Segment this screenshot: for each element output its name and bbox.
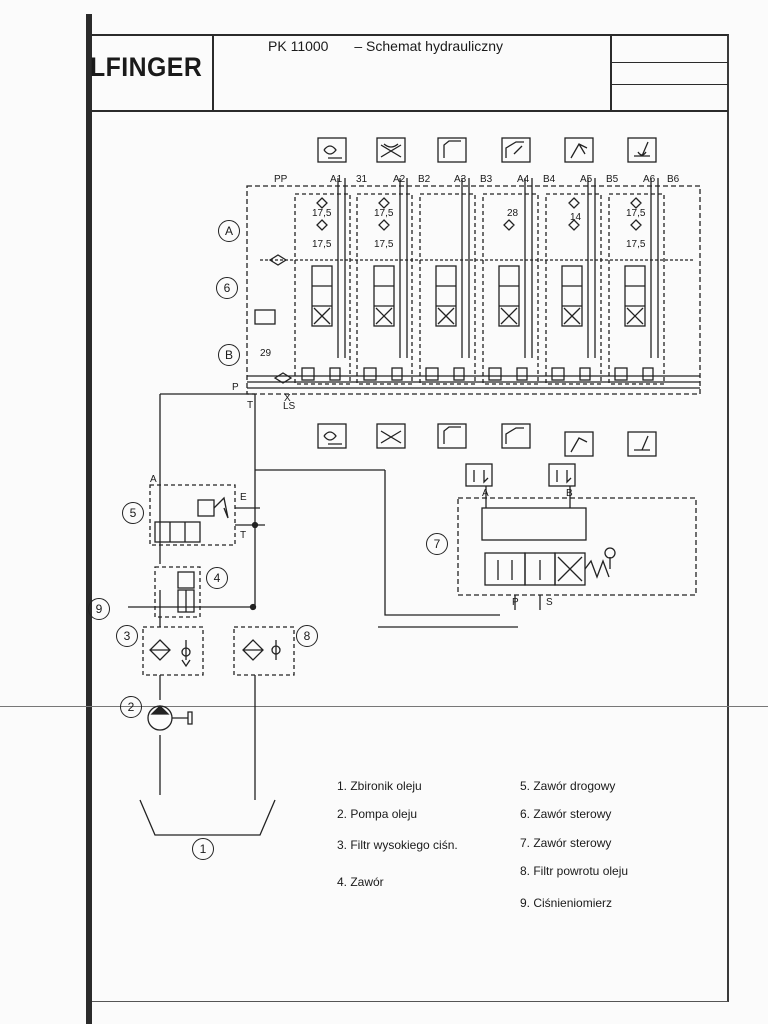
port-label: X bbox=[284, 393, 291, 404]
port-label: A5 bbox=[580, 174, 593, 185]
port-label: B5 bbox=[606, 174, 619, 185]
title-block bbox=[92, 34, 728, 112]
port-label: A1 bbox=[330, 174, 343, 185]
port-label: S bbox=[546, 597, 553, 608]
callout-6: 6 bbox=[216, 277, 238, 299]
callout-5: 5 bbox=[122, 502, 144, 524]
pressure-setting: 17,5 bbox=[626, 239, 646, 250]
pressure-setting: 14 bbox=[570, 212, 582, 223]
port-label: A2 bbox=[393, 174, 406, 185]
title-block-divider bbox=[212, 34, 214, 110]
callout-1: 1 bbox=[192, 838, 214, 860]
port-label: A4 bbox=[517, 174, 530, 185]
port-label: A bbox=[150, 474, 157, 485]
port-label: B3 bbox=[480, 174, 493, 185]
port-label: LS bbox=[283, 401, 296, 412]
port-label: P bbox=[512, 597, 519, 608]
pressure-setting: 29 bbox=[260, 348, 272, 359]
callout-7: 7 bbox=[426, 533, 448, 555]
title-text: – Schemat hydrauliczny bbox=[354, 38, 503, 54]
legend-item: 8. Filtr powrotu oleju bbox=[520, 864, 629, 878]
title-block-row-line bbox=[612, 84, 728, 85]
legend-item: 2. Pompa oleju bbox=[337, 807, 418, 821]
port-label: T bbox=[240, 530, 247, 541]
sheet-left-edge bbox=[86, 14, 92, 1024]
port-label: A6 bbox=[643, 174, 656, 185]
callout-2: 2 bbox=[120, 696, 142, 718]
port-label: B2 bbox=[418, 174, 431, 185]
port-label: B4 bbox=[543, 174, 556, 185]
port-label: E bbox=[240, 492, 247, 503]
function-symbol-icons-bottom bbox=[317, 423, 657, 487]
title-block-divider bbox=[610, 34, 612, 110]
title-block-row-line bbox=[612, 62, 728, 63]
port-label: PP bbox=[274, 174, 288, 185]
model-number: PK 11000 bbox=[268, 38, 329, 54]
company-logo: LFINGER bbox=[90, 52, 203, 82]
port-label: A bbox=[482, 488, 489, 499]
legend-item: 6. Zawór sterowy bbox=[520, 807, 612, 821]
function-symbol-icons-top bbox=[317, 137, 657, 163]
pressure-setting: 17,5 bbox=[374, 208, 394, 219]
callout-b: B bbox=[218, 344, 240, 366]
drawing-title: PK 11000 – Schemat hydrauliczny bbox=[268, 38, 503, 54]
port-label: 31 bbox=[356, 174, 368, 185]
valve-sections bbox=[260, 178, 695, 385]
port-label: T bbox=[247, 400, 254, 411]
pressure-setting: 17,5 bbox=[374, 239, 394, 250]
port-label: B bbox=[566, 488, 573, 499]
pressure-setting: 17,5 bbox=[626, 208, 646, 219]
legend-item: 3. Filtr wysokiego ciśn. bbox=[337, 838, 458, 852]
pressure-setting: 17,5 bbox=[312, 208, 332, 219]
scan-artifact-line bbox=[0, 706, 768, 707]
pressure-setting: 17,5 bbox=[312, 239, 332, 250]
legend-item: 1. Zbironik oleju bbox=[337, 779, 422, 793]
legend-item: 9. Ciśnieniomierz bbox=[520, 896, 613, 910]
callout-4: 4 bbox=[206, 567, 228, 589]
callout-3: 3 bbox=[116, 625, 138, 647]
port-label: P bbox=[232, 382, 239, 393]
port-label: B6 bbox=[667, 174, 680, 185]
legend-item: 4. Zawór bbox=[337, 875, 384, 889]
port-label: A3 bbox=[454, 174, 467, 185]
callout-9: 9 bbox=[88, 598, 110, 620]
callout-a: A bbox=[218, 220, 240, 242]
legend-item: 7. Zawór sterowy bbox=[520, 836, 612, 850]
sheet-border bbox=[92, 34, 729, 1002]
callout-8: 8 bbox=[296, 625, 318, 647]
pressure-setting: 28 bbox=[507, 208, 519, 219]
legend-item: 5. Zawór drogowy bbox=[520, 779, 616, 793]
